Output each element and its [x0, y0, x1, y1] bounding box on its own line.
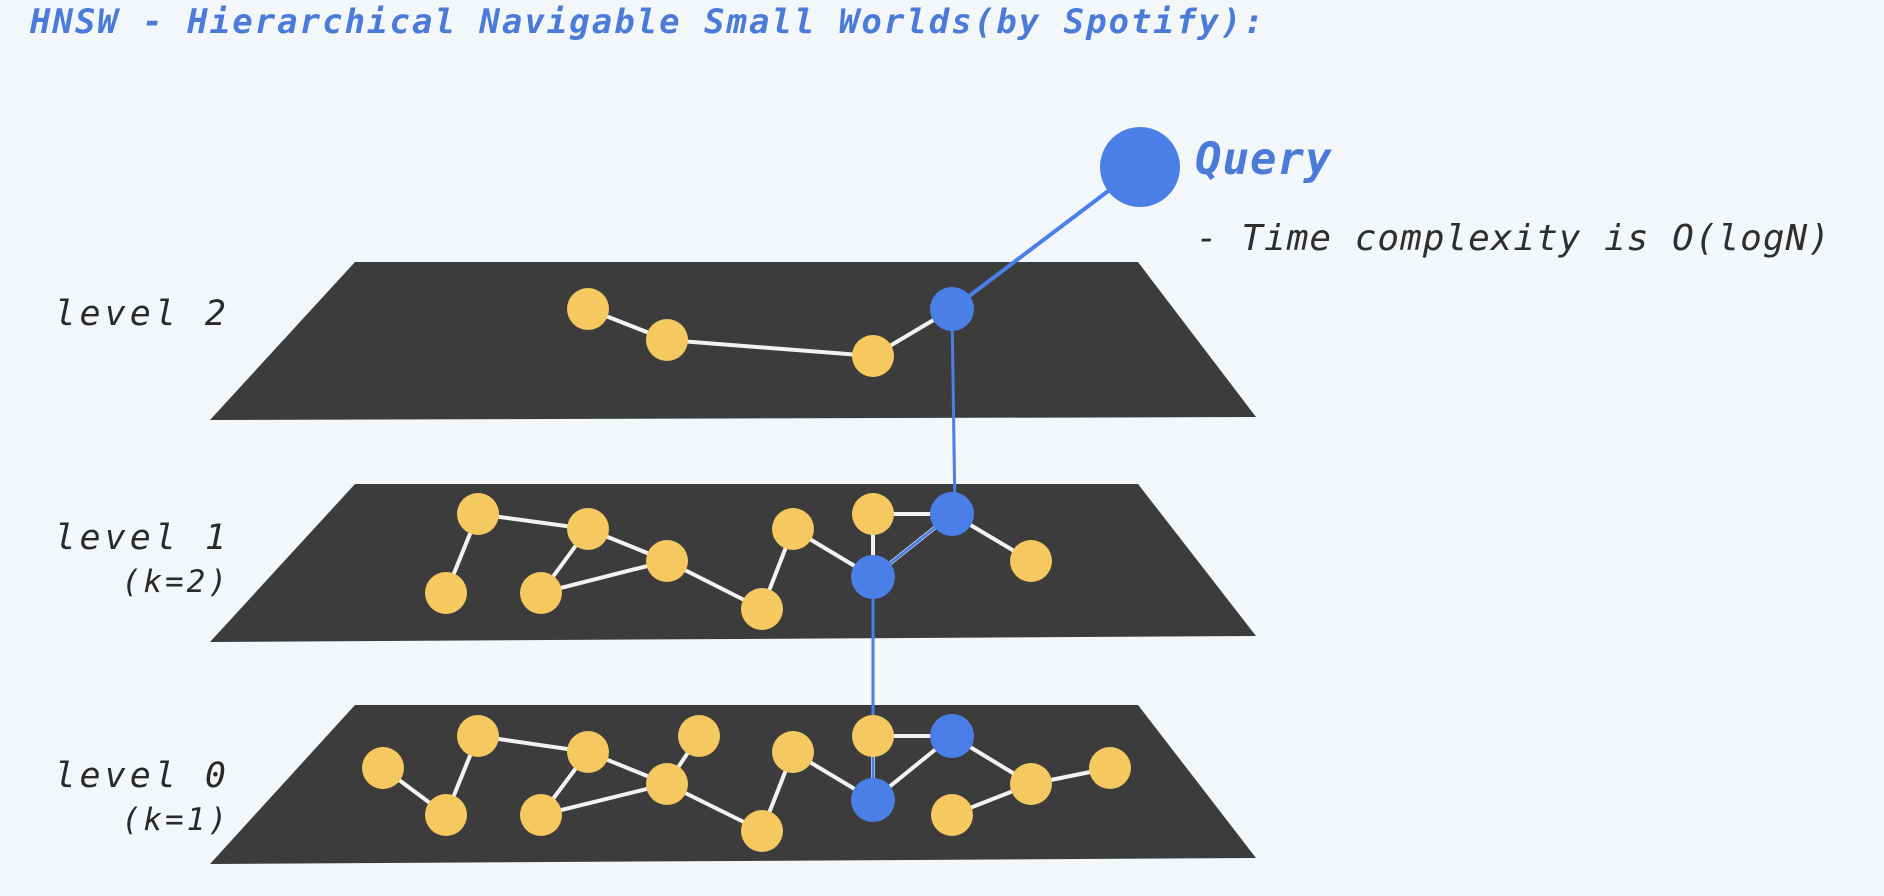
graph-node — [678, 715, 720, 757]
path-node — [930, 492, 974, 536]
graph-node — [457, 715, 499, 757]
level-2-label: level 2 — [0, 292, 230, 336]
graph-node — [646, 540, 688, 582]
graph-node — [567, 731, 609, 773]
graph-node — [520, 572, 562, 614]
level-1-k: (k=2) — [121, 564, 230, 600]
graph-node — [931, 794, 973, 836]
page-title: HNSW - Hierarchical Navigable Small Worl… — [30, 2, 1266, 42]
graph-node — [425, 572, 467, 614]
graph-node — [567, 288, 609, 330]
graph-node — [1010, 763, 1052, 805]
graph-node — [646, 763, 688, 805]
level-2-name: level 2 — [54, 294, 230, 334]
graph-node — [852, 493, 894, 535]
graph-node — [362, 747, 404, 789]
level-1-plane — [210, 484, 1256, 642]
level-0-name: level 0 — [54, 756, 230, 796]
path-node — [930, 714, 974, 758]
path-node — [930, 287, 974, 331]
graph-node — [646, 319, 688, 361]
level-1-nodes — [425, 492, 1052, 630]
level-1-name: level 1 — [54, 518, 230, 558]
graph-node — [772, 731, 814, 773]
graph-node — [852, 715, 894, 757]
graph-node — [1010, 540, 1052, 582]
level-1-label: level 1 (k=2) — [0, 516, 230, 604]
graph-node — [772, 508, 814, 550]
path-node — [851, 555, 895, 599]
graph-node — [457, 493, 499, 535]
query-node — [1100, 127, 1180, 207]
graph-node — [741, 810, 783, 852]
graph-node — [425, 794, 467, 836]
level-0-k: (k=1) — [121, 802, 230, 838]
graph-node — [520, 794, 562, 836]
graph-node — [1089, 747, 1131, 789]
path-node — [851, 778, 895, 822]
graph-node — [852, 335, 894, 377]
complexity-note: - Time complexity is O(logN) — [1196, 218, 1831, 259]
graph-node — [741, 588, 783, 630]
level-2-plane — [210, 262, 1256, 420]
graph-node — [567, 508, 609, 550]
level-0-label: level 0 (k=1) — [0, 754, 230, 842]
query-label: Query — [1195, 134, 1333, 185]
level-2-nodes — [567, 287, 974, 377]
level-0-nodes — [362, 714, 1131, 852]
